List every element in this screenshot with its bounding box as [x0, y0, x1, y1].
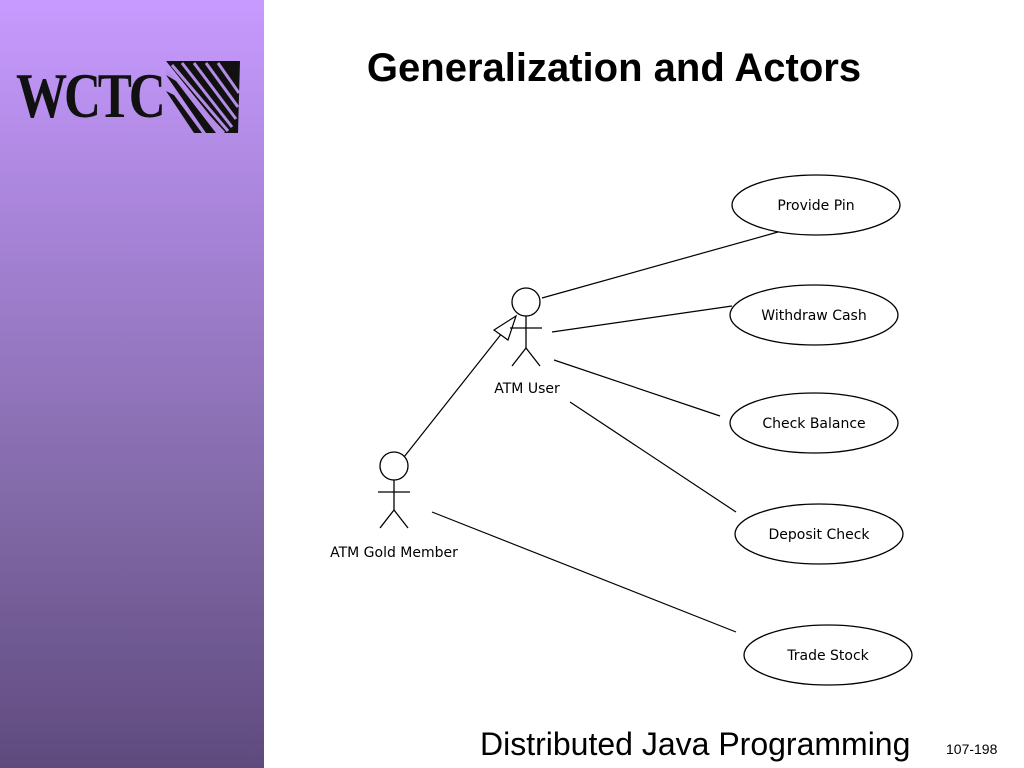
logo-wordmark: WCTC [16, 60, 166, 131]
assoc-user-deposit-check [569, 401, 737, 513]
use-case-check-balance: Check Balance [729, 392, 899, 454]
use-case-diagram: ATM User ATM Gold Member Provide Pin Wit… [330, 174, 913, 686]
assoc-user-withdraw-cash [551, 305, 733, 333]
actor-atm-gold-member [378, 451, 410, 529]
use-case-label-trade-stock: Trade Stock [786, 648, 869, 664]
use-case-trade-stock: Trade Stock [743, 624, 913, 686]
sidebar-gradient: WCTC [0, 0, 264, 768]
footer-course-title: Distributed Java Programming [480, 726, 911, 762]
use-case-label-deposit-check: Deposit Check [768, 527, 870, 543]
use-case-label-withdraw-cash: Withdraw Cash [761, 308, 866, 324]
assoc-user-provide-pin [541, 231, 779, 299]
generalization-line [403, 327, 507, 458]
assoc-gold-trade-stock [431, 511, 737, 633]
use-case-withdraw-cash: Withdraw Cash [729, 284, 899, 346]
logo-swoosh-mark [166, 61, 240, 133]
wctc-logo: WCTC [16, 56, 242, 136]
use-case-label-provide-pin: Provide Pin [777, 198, 854, 214]
actor-atm-user [510, 287, 542, 367]
slide-title: Generalization and Actors [366, 46, 862, 90]
use-case-provide-pin: Provide Pin [731, 174, 901, 236]
use-case-label-check-balance: Check Balance [762, 416, 865, 432]
actor-label-atm-gold-member: ATM Gold Member [330, 545, 458, 561]
assoc-user-check-balance [553, 359, 721, 417]
slide-number: 107-198 [946, 741, 998, 757]
use-case-deposit-check: Deposit Check [734, 503, 904, 565]
actor-label-atm-user: ATM User [494, 381, 560, 397]
